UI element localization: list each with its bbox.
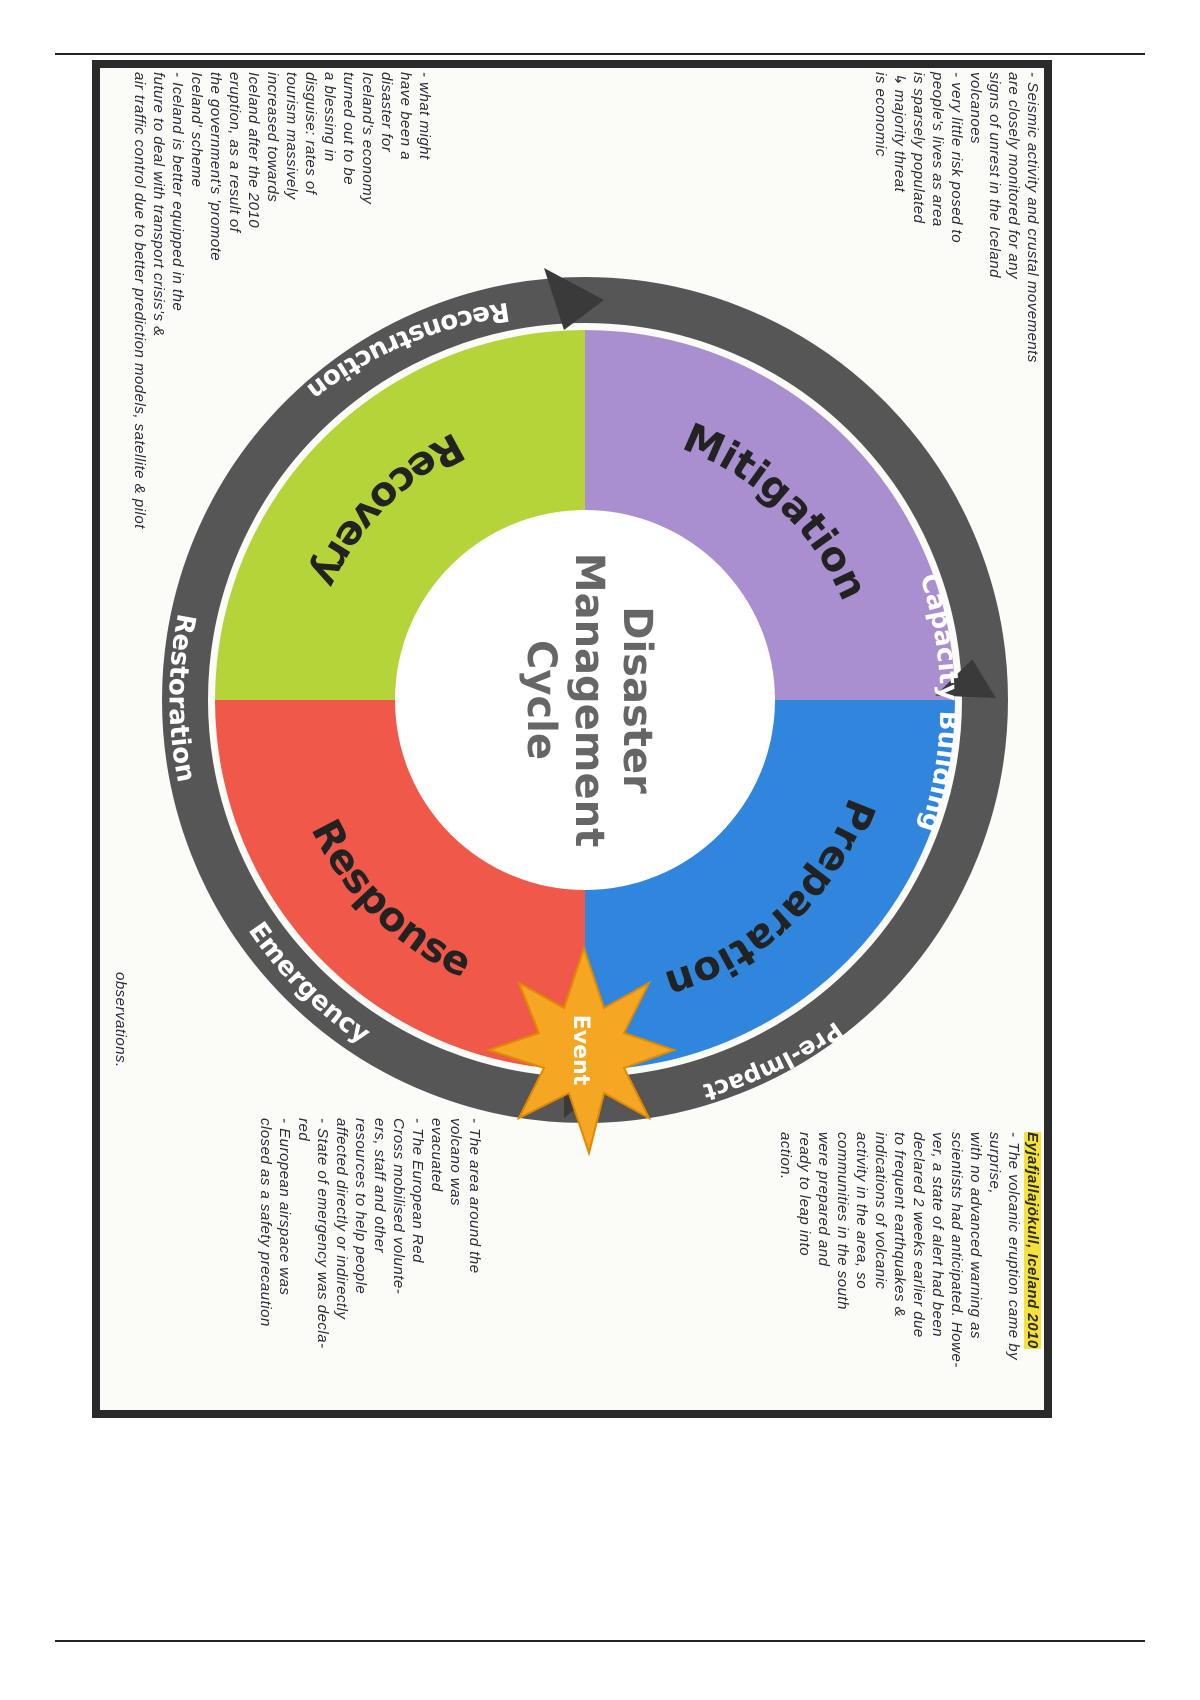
rotated-page: Event Capacity Building Pre-Impact Emerg… <box>92 60 1052 1418</box>
paper-sheet: Event Capacity Building Pre-Impact Emerg… <box>100 68 1044 1410</box>
disaster-cycle-diagram: Event Capacity Building Pre-Impact Emerg… <box>162 268 1008 1157</box>
center-title-line-1: Disaster <box>614 606 660 794</box>
arrow-head-reconstruction <box>544 268 604 330</box>
top-rule <box>55 53 1145 55</box>
photo-of-notes: Event Capacity Building Pre-Impact Emerg… <box>92 60 1052 1418</box>
center-circle <box>395 510 775 890</box>
center-title-line-3: Cycle <box>518 640 564 760</box>
event-label: Event <box>568 1015 593 1086</box>
event-star-icon <box>485 944 678 1157</box>
notes-monitoring: - Seismic activity and crustal movements… <box>872 72 1041 363</box>
arrow-head-capacity <box>935 659 996 698</box>
center-title-line-2: Management <box>566 553 612 847</box>
bottom-rule <box>55 1640 1145 1642</box>
case-study-heading: Eyjafjallajökull, Iceland 2010 <box>1024 1132 1041 1349</box>
notes-eyjafjallajokull: Eyjafjallajökull, Iceland 2010 - The vol… <box>777 1132 1041 1368</box>
